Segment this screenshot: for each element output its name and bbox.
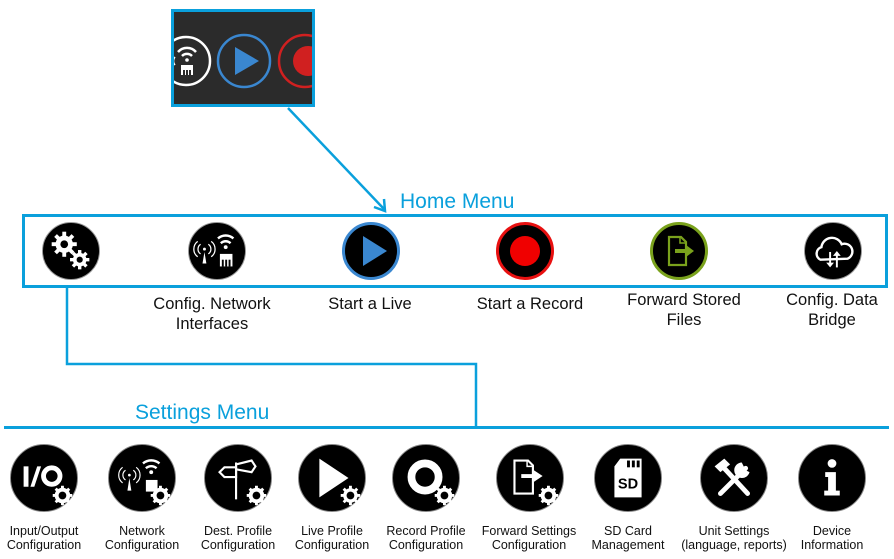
- inset-record-icon: [277, 33, 312, 89]
- label-line: Network: [119, 524, 165, 538]
- settings-label-sd-card: SD Card Management: [592, 524, 665, 552]
- label-line: Start a Live: [328, 295, 412, 313]
- label-line: Forward Stored: [627, 291, 741, 309]
- play-config-icon: [319, 458, 361, 506]
- settings-item-network[interactable]: [108, 444, 176, 512]
- label-line: Dest. Profile: [203, 524, 273, 538]
- tools-icon: [714, 458, 751, 496]
- settings-item-io[interactable]: [10, 444, 78, 512]
- label-line: Files: [666, 311, 702, 329]
- settings-item-forward[interactable]: [496, 444, 564, 512]
- signpost-config-icon: [218, 459, 267, 506]
- settings-item-record-profile[interactable]: [392, 444, 460, 512]
- label-line: Configuration: [294, 538, 370, 552]
- settings-item-sd-card[interactable]: SD: [594, 444, 662, 512]
- label-line: (language, reports): [681, 538, 787, 552]
- cloud-transfer-icon: [815, 236, 854, 268]
- home-label-forward: Forward Stored Files: [627, 290, 741, 330]
- home-item-record[interactable]: [496, 222, 554, 280]
- home-menu-box: [22, 214, 888, 288]
- home-item-network[interactable]: [188, 222, 246, 280]
- home-label-record: Start a Record: [477, 294, 583, 314]
- settings-label-live-profile: Live Profile Configuration: [295, 524, 369, 552]
- label-line: Information: [800, 538, 864, 552]
- home-label-data-bridge: Config. Data Bridge: [786, 290, 878, 330]
- label-line: Start a Record: [476, 295, 584, 313]
- screen-inset: [171, 9, 315, 107]
- arrow-line: [287, 107, 385, 210]
- label-line: Configuration: [6, 538, 82, 552]
- label-line: SD Card: [604, 524, 652, 538]
- settings-label-io: Input/Output Configuration: [7, 524, 81, 552]
- home-item-live[interactable]: [342, 222, 400, 280]
- io-config-icon: [23, 465, 73, 506]
- record-config-icon: [407, 459, 455, 506]
- play-icon: [363, 236, 387, 266]
- home-menu-title: Home Menu: [400, 190, 515, 213]
- label-line: Configuration: [491, 538, 567, 552]
- info-icon: [824, 459, 840, 496]
- settings-label-network: Network Configuration: [105, 524, 179, 552]
- sd-card-icon: SD: [614, 458, 642, 498]
- label-line: Config. Network: [153, 295, 271, 313]
- settings-label-forward: Forward Settings Configuration: [482, 524, 576, 552]
- arrow-head: [373, 198, 387, 213]
- label-line: Live Profile: [301, 524, 363, 538]
- settings-label-device-info: Device Information: [801, 524, 864, 552]
- label-line: Record Profile: [386, 524, 466, 538]
- settings-item-device-info[interactable]: [798, 444, 866, 512]
- label-line: Forward Settings: [481, 524, 577, 538]
- forward-config-icon: [513, 459, 559, 506]
- home-item-settings[interactable]: [42, 222, 100, 280]
- settings-item-live-profile[interactable]: [298, 444, 366, 512]
- gears-icon: [51, 231, 90, 270]
- settings-connector: [65, 288, 478, 427]
- home-label-network: Config. Network Interfaces: [153, 294, 270, 334]
- label-line: Configuration: [200, 538, 276, 552]
- home-item-forward[interactable]: [650, 222, 708, 280]
- record-icon: [510, 236, 540, 266]
- inset-play-icon: [216, 33, 272, 89]
- label-line: Input/Output: [9, 524, 79, 538]
- home-item-data-bridge[interactable]: [804, 222, 862, 280]
- label-line: Device: [812, 524, 852, 538]
- settings-item-dest-profile[interactable]: [204, 444, 272, 512]
- settings-label-unit-settings: Unit Settings (language, reports): [681, 524, 787, 552]
- settings-item-unit-settings[interactable]: [700, 444, 768, 512]
- svg-text:SD: SD: [618, 477, 638, 493]
- small-gear-icon: [52, 485, 73, 506]
- network-icon: [193, 234, 235, 267]
- inset-network-icon: [174, 35, 212, 87]
- settings-label-dest-profile: Dest. Profile Configuration: [201, 524, 275, 552]
- label-line: Unit Settings: [698, 524, 770, 538]
- home-label-live: Start a Live: [328, 294, 411, 314]
- label-line: Interfaces: [175, 315, 249, 333]
- label-line: Configuration: [388, 538, 464, 552]
- label-line: Bridge: [808, 311, 856, 329]
- label-line: Management: [591, 538, 665, 552]
- settings-menu-title: Settings Menu: [135, 401, 270, 424]
- settings-label-record-profile: Record Profile Configuration: [386, 524, 465, 552]
- settings-divider: [4, 426, 889, 429]
- forward-file-icon: [667, 235, 694, 267]
- network-config-icon: [118, 459, 171, 506]
- label-line: Config. Data: [786, 291, 878, 309]
- label-line: Configuration: [104, 538, 180, 552]
